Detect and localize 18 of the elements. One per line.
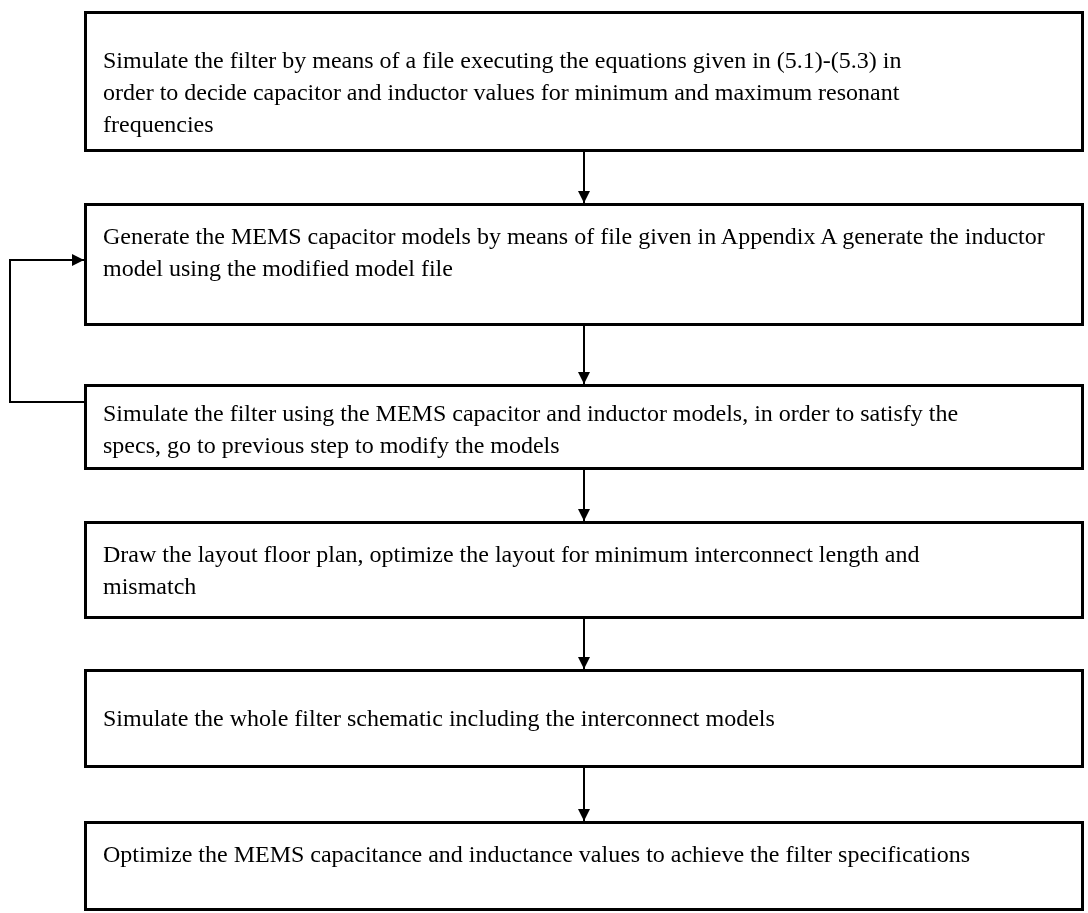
step-text: Optimize the MEMS capacitance and inductance values to achieve the filter specifications [103,840,970,869]
process-box [84,669,1084,768]
arrow [578,767,590,822]
step-text: Draw the layout floor plan, optimize the layout for minimum interconnect length and mismatch [103,540,921,601]
process-box [84,11,1084,152]
arrow [9,254,85,403]
arrow [578,325,590,385]
process-box [84,521,1084,619]
process-box [84,821,1084,911]
step-text: Simulate the filter using the MEMS capacitor and inductor models, in order to satisfy the specs, go to previous step to modify the models [103,399,960,460]
arrow [578,151,590,204]
step-text: Generate the MEMS capacitor models by means of file given in Appendix A generate the inductor model using the modified model file [103,222,1046,283]
process-box [84,203,1084,326]
arrow [578,618,590,670]
process-box [84,384,1084,470]
arrow [578,469,590,522]
step-text: Simulate the whole filter schematic including the interconnect models [103,704,775,733]
step-text: Simulate the filter by means of a file executing the equations given in (5.1)-(5.3) in order to decide capacitor and inductor values for minimum and maximum resonant frequencies [103,46,903,139]
